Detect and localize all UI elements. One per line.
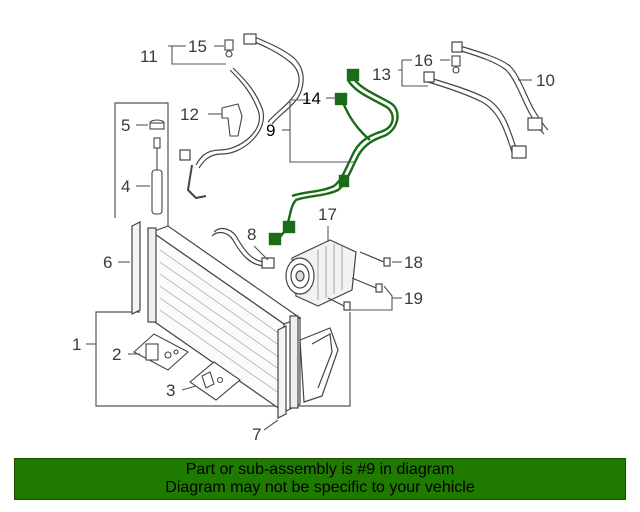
part-11-pipe bbox=[179, 33, 304, 200]
callout-15: 15 bbox=[188, 37, 207, 56]
part-18-bolt bbox=[359, 251, 391, 267]
callout-1: 1 bbox=[72, 335, 81, 354]
part-10-pipe bbox=[423, 41, 549, 159]
callout-2: 2 bbox=[112, 345, 121, 364]
part-7-seal bbox=[277, 325, 287, 419]
condenser-assembly bbox=[147, 225, 339, 414]
callout-8: 8 bbox=[247, 225, 256, 244]
callout-11: 11 bbox=[140, 47, 158, 66]
callout-12: 12 bbox=[180, 105, 199, 124]
callout-4: 4 bbox=[121, 177, 130, 196]
part-17-compressor bbox=[285, 239, 357, 307]
callout-7: 7 bbox=[252, 425, 261, 444]
callout-17: 17 bbox=[318, 205, 337, 224]
info-banner: Part or sub-assembly is #9 in diagram Di… bbox=[14, 458, 626, 500]
banner-line-1: Part or sub-assembly is #9 in diagram bbox=[185, 461, 455, 478]
parts-diagram: 1 2 3 4 5 6 7 8 9 10 11 12 13 14 15 16 1… bbox=[72, 33, 555, 444]
part-2-kit bbox=[133, 333, 189, 371]
part-19-bolts bbox=[327, 277, 383, 311]
callout-13: 13 bbox=[372, 65, 391, 84]
banner-line-2: Diagram may not be specific to your vehi… bbox=[165, 479, 475, 496]
callout-18: 18 bbox=[404, 253, 423, 272]
leader-lines bbox=[86, 45, 532, 431]
group-box-4-5 bbox=[114, 102, 169, 230]
callout-16: 16 bbox=[414, 51, 433, 70]
callout-labels: 1 2 3 4 5 6 7 8 9 10 11 12 13 14 15 16 1… bbox=[72, 37, 555, 444]
callout-14: 14 bbox=[302, 89, 321, 108]
callout-9: 9 bbox=[266, 121, 275, 140]
part-15-valve bbox=[224, 39, 234, 58]
part-5-cap bbox=[149, 119, 165, 130]
part-12-bracket bbox=[221, 103, 243, 137]
part-4-drier bbox=[151, 137, 163, 215]
part-16-valve bbox=[451, 55, 461, 74]
callout-5: 5 bbox=[121, 116, 130, 135]
callout-3: 3 bbox=[166, 381, 175, 400]
part-8-hose bbox=[211, 227, 275, 269]
group-box-1 bbox=[95, 311, 351, 407]
callout-6: 6 bbox=[103, 253, 112, 272]
part-3-kit bbox=[189, 361, 241, 401]
part-6-seal bbox=[131, 221, 141, 315]
callout-10: 10 bbox=[536, 71, 555, 90]
callout-19: 19 bbox=[404, 289, 423, 308]
part-9-hose-assembly bbox=[268, 68, 399, 246]
